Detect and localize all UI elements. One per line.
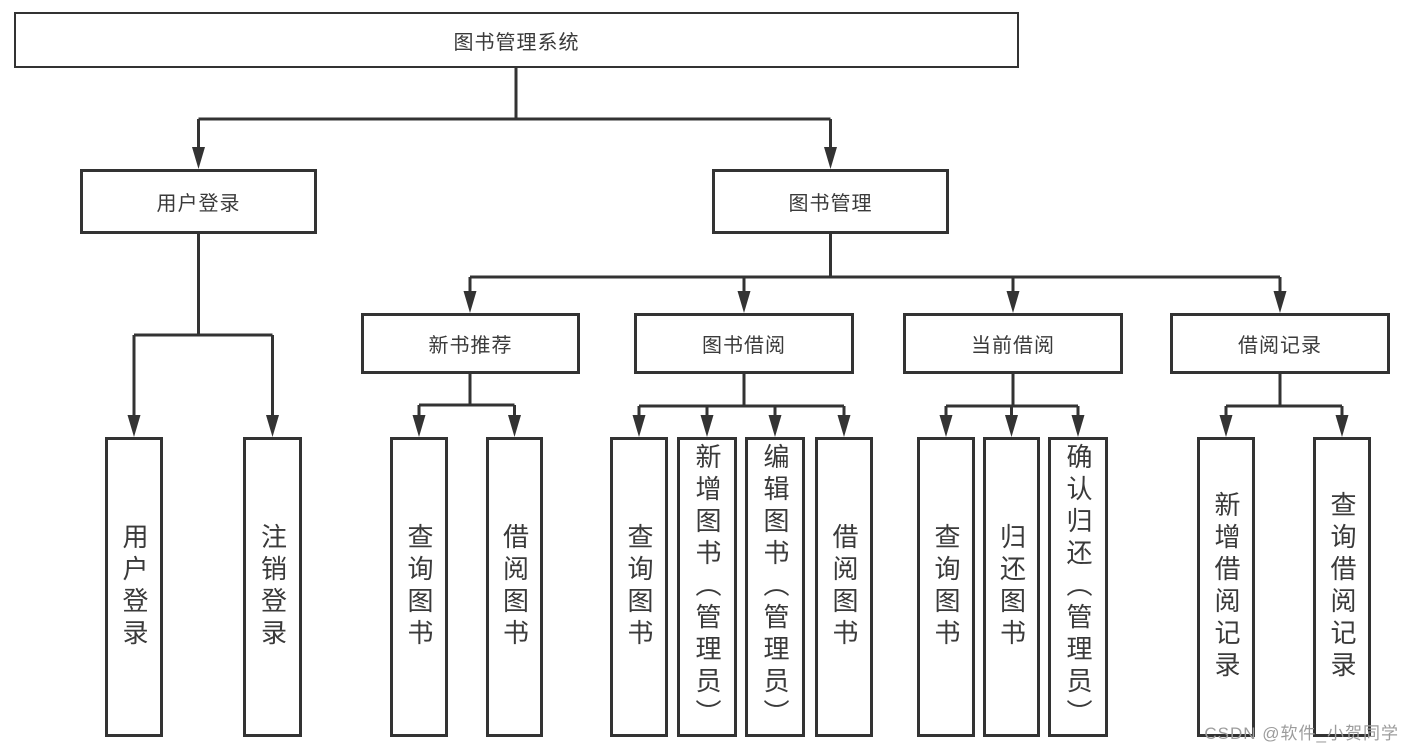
node-current-borrowing-label: 当前借阅 bbox=[971, 335, 1055, 357]
leaf-add-book-admin: 新增图书（管理员） bbox=[677, 437, 737, 737]
leaf-borrow-books-borrowing: 借阅图书 bbox=[815, 437, 873, 737]
node-borrowing-records-label: 借阅记录 bbox=[1238, 335, 1322, 357]
leaf-logout-label: 注销登录 bbox=[257, 523, 288, 651]
leaf-query-books-borrowing: 查询图书 bbox=[610, 437, 668, 737]
leaf-borrow-books-recommend: 借阅图书 bbox=[486, 437, 543, 737]
node-current-borrowing: 当前借阅 bbox=[903, 313, 1123, 374]
leaf-edit-book-admin: 编辑图书（管理员） bbox=[745, 437, 805, 737]
node-user-login-label: 用户登录 bbox=[156, 193, 241, 215]
leaf-add-borrow-record-label: 新增借阅记录 bbox=[1211, 491, 1241, 683]
node-user-login: 用户登录 bbox=[80, 169, 317, 234]
leaf-user-login-label: 用户登录 bbox=[119, 523, 149, 651]
node-book-borrowing: 图书借阅 bbox=[634, 313, 854, 374]
leaf-add-book-admin-label: 新增图书（管理员） bbox=[692, 443, 722, 731]
node-book-borrowing-label: 图书借阅 bbox=[702, 335, 786, 357]
node-new-book-recommend: 新书推荐 bbox=[361, 313, 580, 374]
tree-edges bbox=[132, 68, 1344, 417]
node-borrowing-records: 借阅记录 bbox=[1170, 313, 1390, 374]
csdn-watermark: CSDN @软件_小贺同学 bbox=[1204, 724, 1399, 743]
leaf-return-book-label: 归还图书 bbox=[996, 523, 1027, 651]
arrowheads bbox=[127, 147, 1349, 437]
node-root-system: 图书管理系统 bbox=[14, 12, 1019, 68]
leaf-query-books-current-label: 查询图书 bbox=[931, 523, 961, 651]
node-new-book-recommend-label: 新书推荐 bbox=[428, 335, 513, 357]
leaf-confirm-return-admin: 确认归还（管理员） bbox=[1048, 437, 1108, 737]
leaf-query-books-borrowing-label: 查询图书 bbox=[624, 523, 654, 651]
leaf-user-login: 用户登录 bbox=[105, 437, 163, 737]
leaf-query-borrow-record-label: 查询借阅记录 bbox=[1327, 491, 1357, 683]
leaf-borrow-books-borrowing-label: 借阅图书 bbox=[829, 523, 859, 651]
leaf-confirm-return-admin-label: 确认归还（管理员） bbox=[1063, 443, 1093, 731]
leaf-query-books-current: 查询图书 bbox=[917, 437, 975, 737]
leaf-query-books-recommend-label: 查询图书 bbox=[404, 523, 434, 651]
leaf-borrow-books-recommend-label: 借阅图书 bbox=[499, 523, 530, 651]
leaf-query-books-recommend: 查询图书 bbox=[390, 437, 448, 737]
leaf-return-book: 归还图书 bbox=[983, 437, 1040, 737]
leaf-query-borrow-record: 查询借阅记录 bbox=[1313, 437, 1371, 737]
leaf-logout: 注销登录 bbox=[243, 437, 302, 737]
node-book-management: 图书管理 bbox=[712, 169, 949, 234]
leaf-add-borrow-record: 新增借阅记录 bbox=[1197, 437, 1255, 737]
node-book-management-label: 图书管理 bbox=[788, 193, 873, 215]
leaf-edit-book-admin-label: 编辑图书（管理员） bbox=[760, 443, 790, 731]
node-root-label: 图书管理系统 bbox=[453, 31, 580, 54]
